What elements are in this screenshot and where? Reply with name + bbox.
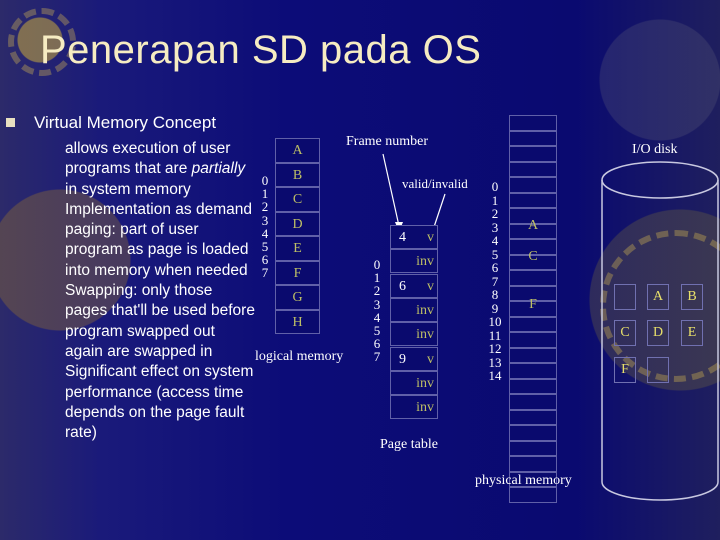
page-table-frame: 4 [399, 230, 406, 245]
disk-cell: E [681, 320, 703, 346]
physical-memory-cell [509, 348, 557, 364]
page-table-index: 7 [370, 350, 384, 363]
physical-memory-cell [509, 162, 557, 178]
disk-cell [647, 357, 669, 383]
physical-memory-cell [509, 146, 557, 162]
physical-memory-cell [509, 425, 557, 441]
slide-title: Penerapan SD pada OS [40, 28, 481, 73]
page-table-valid-bit: inv [416, 250, 434, 274]
physical-memory-cell [509, 379, 557, 395]
disk-cell: F [614, 357, 636, 383]
page-table-frame: 9 [399, 352, 406, 367]
physical-memory-index: 14 [484, 369, 506, 383]
physical-memory-cell [509, 332, 557, 348]
physical-memory-index: 1 [484, 194, 506, 208]
logical-memory-label: logical memory [255, 349, 343, 365]
physical-memory-cell [509, 441, 557, 457]
physical-memory-index: 13 [484, 356, 506, 370]
logical-memory-cell: C [275, 187, 320, 212]
physical-memory-index: 6 [484, 261, 506, 275]
physical-memory-index: 12 [484, 342, 506, 356]
physical-memory-cell [509, 193, 557, 209]
bullet-icon [6, 118, 15, 127]
page-table-row: inv [390, 395, 438, 419]
page-table-valid-bit: v [427, 348, 434, 372]
body-paragraph: Implementation as demand paging: part of… [65, 200, 255, 281]
disk-cell: C [614, 320, 636, 346]
disk-cell: D [647, 320, 669, 346]
physical-memory-index: 7 [484, 275, 506, 289]
disk-cell: A [647, 284, 669, 310]
page-table-valid-bit: inv [416, 299, 434, 323]
physical-memory-index: 0 [484, 180, 506, 194]
physical-memory-index: 3 [484, 221, 506, 235]
page-table-valid-bit: inv [416, 372, 434, 396]
page-table-label: Page table [380, 437, 438, 453]
page-table-valid-bit: v [427, 275, 434, 299]
page-table-valid-bit: v [427, 226, 434, 250]
body-paragraph: Significant effect on system performance… [65, 362, 255, 443]
physical-memory-label: physical memory [475, 473, 572, 489]
logical-memory-cell: E [275, 236, 320, 261]
disk-cell: B [681, 284, 703, 310]
physical-memory-value: F [522, 297, 544, 313]
physical-memory-index: 4 [484, 234, 506, 248]
page-table-row: inv [390, 298, 438, 322]
bullet-heading: Virtual Memory Concept [34, 113, 216, 133]
body-paragraph: allows execution of user programs that a… [65, 139, 255, 200]
physical-memory-cell [509, 270, 557, 286]
logical-memory-cell: D [275, 212, 320, 237]
frame-number-label: Frame number [346, 134, 428, 150]
physical-memory-cell [509, 410, 557, 426]
page-table-valid-bit: inv [416, 396, 434, 420]
body-text-span: Significant effect on system performance… [65, 363, 253, 441]
disk-cell [614, 284, 636, 310]
logical-memory-cell: H [275, 310, 320, 335]
physical-memory-cell [509, 363, 557, 379]
page-table-row: inv [390, 322, 438, 346]
logical-memory-index: 7 [258, 266, 272, 279]
logical-memory-cell: G [275, 285, 320, 310]
page-table-frame: 6 [399, 279, 406, 294]
physical-memory-value: A [522, 218, 544, 234]
logical-memory-cell: B [275, 163, 320, 188]
logical-memory-cell: F [275, 261, 320, 286]
physical-memory-cell [509, 177, 557, 193]
page-table-row: inv [390, 371, 438, 395]
physical-memory-cell [509, 487, 557, 503]
physical-memory-cell [509, 131, 557, 147]
physical-memory-index: 10 [484, 315, 506, 329]
physical-memory-cell [509, 115, 557, 131]
page-table-valid-bit: inv [416, 323, 434, 347]
body-paragraph: Swapping: only those pages that'll be us… [65, 281, 255, 362]
physical-memory-cell [509, 456, 557, 472]
physical-memory-index: 2 [484, 207, 506, 221]
body-text: allows execution of user programs that a… [65, 139, 255, 443]
physical-memory-index: 9 [484, 302, 506, 316]
body-text-span: Implementation as demand paging: part of… [65, 201, 252, 279]
logical-memory-cell: A [275, 138, 320, 163]
physical-memory-index: 11 [484, 329, 506, 343]
body-text-span: in system memory [65, 181, 191, 198]
physical-memory-cell [509, 394, 557, 410]
physical-memory-cell [509, 317, 557, 333]
emphasis-text: partially [192, 160, 245, 177]
body-text-span: Swapping: only those pages that'll be us… [65, 282, 255, 360]
io-disk-label: I/O disk [632, 142, 678, 158]
page-table-index: 3 [370, 298, 384, 311]
page-table-index: 2 [370, 284, 384, 297]
logical-memory-index: 3 [258, 214, 272, 227]
page-table-row: inv [390, 249, 438, 273]
logical-memory-index: 2 [258, 200, 272, 213]
physical-memory-index: 5 [484, 248, 506, 262]
physical-memory-index: 8 [484, 288, 506, 302]
physical-memory-value: C [522, 249, 544, 265]
